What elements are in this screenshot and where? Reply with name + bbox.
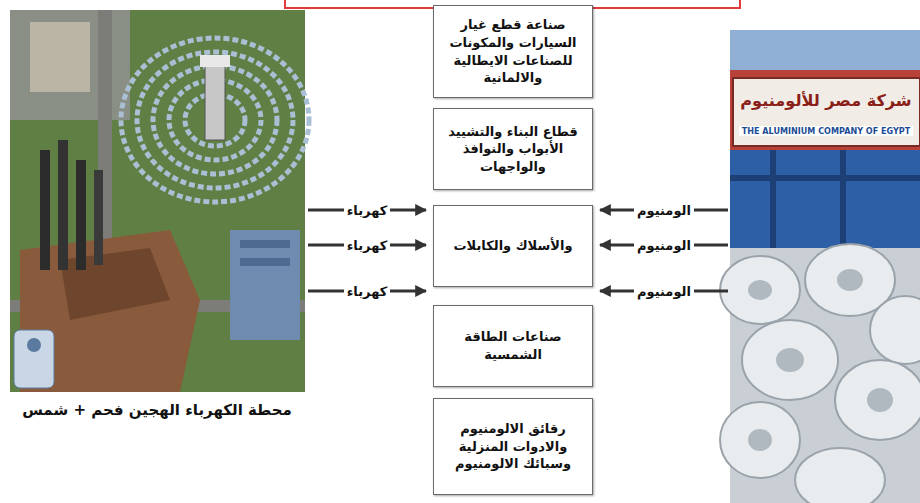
electricity-label: كهرباء (344, 284, 391, 299)
sign-text: شركة مصر للألومنيوم (737, 91, 914, 110)
industry-box: صناعة قطع غيار السيارات والمكونات للصناع… (433, 5, 593, 98)
box-text: صناعات الطاقة الشمسية (441, 328, 585, 363)
box-text: رقائق الالومنيوم والادوات المنزلية وسبائ… (441, 420, 585, 473)
industry-box: صناعات الطاقة الشمسية (433, 305, 593, 387)
box-text: صناعة قطع غيار السيارات والمكونات للصناع… (441, 16, 585, 86)
power-station-picture (10, 10, 309, 392)
industry-box: رقائق الالومنيوم والادوات المنزلية وسبائ… (433, 398, 593, 495)
box-text: والأسلاك والكابلات (441, 237, 585, 255)
aluminium-label: الومنيوم (634, 284, 694, 299)
box-text: قطاع البناء والتشييد الأبواب والنوافذ وا… (441, 123, 585, 176)
electricity-label: كهرباء (344, 238, 391, 253)
aluminium-rolls-picture (720, 244, 920, 503)
aluminium-label: الومنيوم (634, 238, 694, 253)
company-sign-picture (730, 30, 920, 248)
industry-box: قطاع البناء والتشييد الأبواب والنوافذ وا… (433, 108, 593, 190)
industry-box: والأسلاك والكابلات (433, 205, 593, 287)
electricity-label: كهرباء (344, 203, 391, 218)
aluminium-label: الومنيوم (634, 203, 694, 218)
sign-text: THE ALUMINIUM COMPANY OF EGYPT (739, 126, 914, 136)
picture-caption: محطة الكهرباء الهجين فحم + شمس (19, 401, 295, 419)
